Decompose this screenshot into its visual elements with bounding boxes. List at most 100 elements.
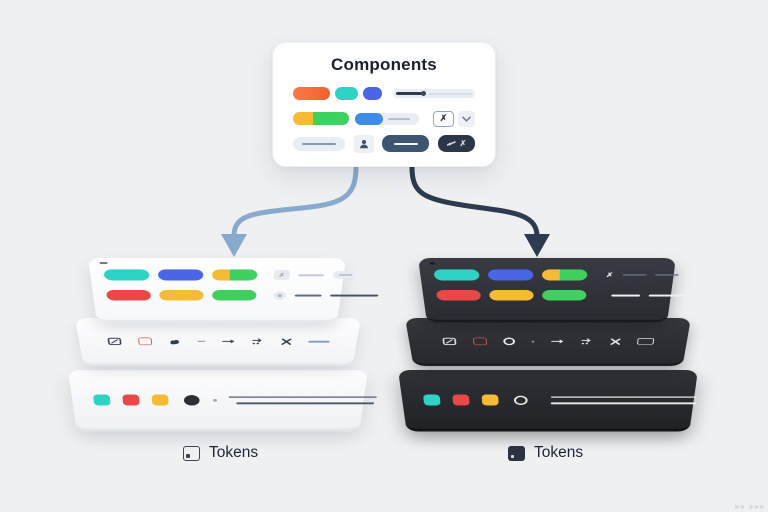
icon-row (442, 337, 655, 346)
light-stack-label-text: Tokens (209, 444, 259, 461)
long-line (648, 294, 694, 297)
watermark: »» »»» (734, 502, 765, 511)
dot-icon (531, 340, 535, 343)
yellow-green-segmented-pill (293, 112, 349, 125)
green-pill (212, 289, 257, 301)
slider-fill (396, 92, 422, 95)
text-line-1 (228, 396, 377, 398)
blue-progress-track (355, 112, 419, 125)
red-swatch (452, 394, 470, 406)
dark-board-middle (405, 318, 691, 366)
blue-pill (157, 269, 204, 281)
light-board-middle (75, 318, 361, 366)
yellow-segment (293, 112, 313, 125)
component-slash-icon (442, 337, 458, 346)
short-line (298, 273, 325, 276)
green-segment (229, 269, 258, 281)
arrow-to-light-stack (231, 164, 359, 239)
red-frame-icon (137, 337, 152, 346)
dark-action-button: ✗ (437, 135, 475, 152)
icon-row (106, 337, 330, 346)
swap-icon (251, 338, 264, 345)
text-lines (228, 396, 377, 404)
circle-outline-icon (503, 337, 516, 346)
x-icon: ✗ (278, 271, 286, 279)
mini-circle-icon (273, 290, 287, 300)
red-swatch (122, 394, 140, 406)
medium-line (294, 294, 322, 297)
corner-mark (99, 262, 108, 264)
pill-row-2 (105, 285, 379, 305)
arrow-right-icon (551, 339, 564, 344)
user-icon (359, 139, 368, 148)
text-line-2 (550, 402, 697, 404)
yellow-pill (159, 289, 204, 301)
corner-mark (429, 262, 435, 265)
token-outline-icon (183, 445, 200, 461)
x-icon: ✗ (605, 271, 614, 279)
teal-swatch (92, 394, 111, 406)
blue-pill (487, 269, 534, 281)
text-line-2 (236, 402, 375, 404)
components-title: Components (331, 55, 437, 74)
light-stack-label: Tokens (183, 444, 258, 462)
swap-icon (581, 338, 594, 345)
yellow-swatch (481, 394, 499, 406)
long-line (330, 294, 379, 297)
red-frame-icon (472, 337, 488, 346)
input-text-line (302, 142, 336, 145)
input-field-pill (293, 136, 345, 151)
dark-board-top: ✗ (418, 258, 694, 323)
short-line-2 (654, 274, 679, 276)
dark-stack-label: Tokens (508, 444, 583, 462)
yellow-green-pill (542, 269, 588, 281)
cursor-blob-icon (169, 339, 179, 345)
yellow-green-pill (212, 269, 258, 281)
light-board-bottom (68, 370, 377, 432)
yellow-pill (489, 289, 534, 301)
rect-outline-icon (636, 338, 655, 345)
track-line (388, 117, 410, 120)
token-filled-icon (508, 445, 525, 461)
user-button (353, 134, 374, 153)
orange-pill (293, 87, 330, 100)
dark-board-bottom (398, 370, 698, 432)
circle-dot (277, 293, 283, 297)
green-segment (559, 269, 588, 281)
green-segment (313, 112, 349, 125)
primary-button (382, 135, 430, 152)
teal-pill (335, 87, 358, 100)
text-line-1 (550, 396, 698, 398)
yellow-segment (212, 269, 230, 281)
light-token-stack: ✗ (62, 254, 379, 438)
chevron-down-icon (462, 115, 471, 122)
inner-line (338, 274, 353, 276)
line-icon (307, 340, 330, 343)
small-dot (213, 398, 218, 402)
teal-swatch (422, 394, 441, 406)
teal-pill (103, 269, 150, 281)
pill-row-1: ✗ (433, 264, 679, 285)
components-row-3: ✗ (293, 133, 475, 154)
yellow-swatch (151, 394, 169, 406)
components-card: Components ✗ (272, 42, 496, 167)
pill-row-2 (435, 285, 694, 305)
blue-pill (363, 87, 382, 100)
components-row-1 (293, 83, 475, 104)
dash-icon (197, 340, 205, 343)
light-pill (332, 270, 354, 280)
x-cross-icon (280, 338, 291, 345)
red-pill (435, 289, 482, 301)
blue-progress-fill (355, 112, 383, 125)
yellow-segment (542, 269, 560, 281)
red-pill (105, 289, 152, 301)
x-cross-icon (610, 338, 621, 345)
progress-slider (393, 89, 475, 98)
arrow-right-icon (221, 339, 235, 344)
x-icon: ✗ (439, 113, 448, 123)
mini-square-icon: ✗ (273, 270, 291, 280)
x-icon: ✗ (459, 139, 467, 148)
green-pill (542, 289, 587, 301)
pill-row-1: ✗ (103, 264, 354, 285)
button-label-line (393, 142, 418, 145)
